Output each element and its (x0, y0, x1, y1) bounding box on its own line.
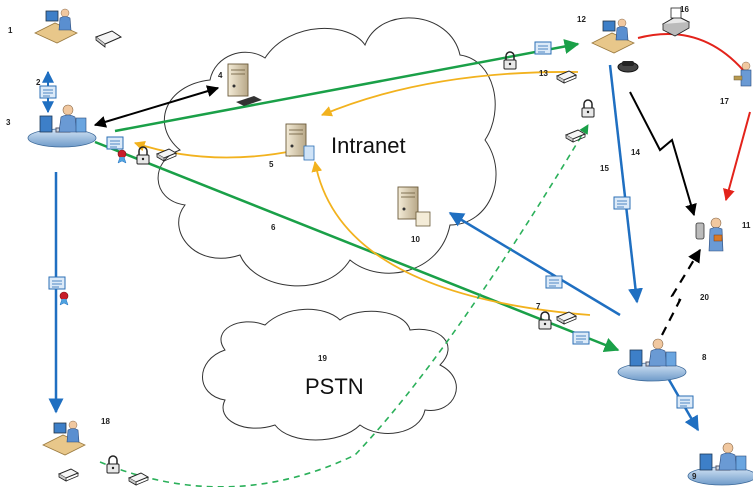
fax-icon (661, 7, 691, 37)
link-12-11 (629, 91, 697, 217)
node-number-10: 10 (411, 235, 420, 244)
pstn-label: PSTN (305, 374, 364, 399)
token-icon (565, 129, 586, 143)
pstn-cloud (202, 308, 457, 441)
server-10-icon (397, 186, 419, 220)
link-17-11 (723, 111, 751, 202)
token-icon (556, 311, 577, 325)
node-number-14: 14 (631, 148, 640, 157)
node-number-20: 20 (700, 293, 709, 302)
intranet-label: Intranet (331, 133, 406, 158)
workstation-3-icon (27, 104, 97, 148)
workstation-9-icon (687, 442, 753, 486)
certificate-icon (106, 136, 124, 150)
node-number-8: 8 (702, 353, 707, 362)
certificate-icon (534, 41, 552, 55)
node-number-5: 5 (269, 160, 274, 169)
link-12-8 (608, 64, 643, 304)
server-5-icon (285, 123, 307, 157)
node-number-1: 1 (8, 26, 13, 35)
workstation-12-icon (591, 18, 635, 54)
link-3-12 (114, 39, 580, 133)
telephone-icon (617, 61, 639, 73)
node-number-18: 18 (101, 417, 110, 426)
workstation-8-icon (617, 338, 687, 382)
node-number-7: 7 (536, 302, 541, 311)
node-number-3: 3 (6, 118, 11, 127)
node-number-12: 12 (577, 15, 586, 24)
certificate-icon (39, 85, 57, 99)
link-8-11 (661, 248, 701, 336)
worker-icon (733, 61, 752, 87)
node-number-11: 11 (742, 221, 751, 230)
padlock-icon (538, 311, 552, 330)
certificate-icon (676, 395, 694, 409)
token-icon (58, 468, 79, 482)
node-number-2: 2 (36, 78, 41, 87)
node-number-4: 4 (218, 71, 223, 80)
scanner-icon (94, 30, 123, 48)
link-8-5 (311, 160, 591, 316)
link-3-4 (93, 85, 220, 128)
node-number-17: 17 (720, 97, 729, 106)
link-3-8 (94, 140, 620, 352)
security-guard-icon (695, 217, 724, 252)
server-4-icon (227, 63, 249, 97)
link-18-12 (99, 124, 589, 487)
padlock-icon (106, 455, 120, 474)
keyboard-icon (236, 96, 262, 106)
certificate-icon (613, 196, 631, 210)
padlock-icon (136, 146, 150, 165)
link-12-5 (321, 71, 579, 117)
certificate-icon (572, 331, 590, 345)
link-5-3 (133, 140, 300, 159)
workstation-1-icon (34, 8, 78, 44)
node-number-16: 16 (680, 5, 689, 14)
node-number-9: 9 (692, 472, 697, 481)
seal-icon (59, 291, 69, 306)
intranet-cloud (157, 17, 497, 287)
node-number-13: 13 (539, 69, 548, 78)
padlock-icon (503, 51, 517, 70)
node-number-15: 15 (600, 164, 609, 173)
server-doc-icon (415, 211, 431, 227)
link-12-16-17 (637, 33, 744, 71)
node-number-6: 6 (271, 223, 276, 232)
token-icon (128, 472, 149, 486)
certificate-icon (48, 276, 66, 290)
node-number-19: 19 (318, 354, 327, 363)
certificate-icon (545, 275, 563, 289)
padlock-icon (581, 99, 595, 118)
workstation-18-icon (42, 420, 86, 456)
link-8-10 (448, 211, 621, 317)
server-badge-icon (303, 145, 315, 161)
seal-icon (117, 149, 127, 164)
